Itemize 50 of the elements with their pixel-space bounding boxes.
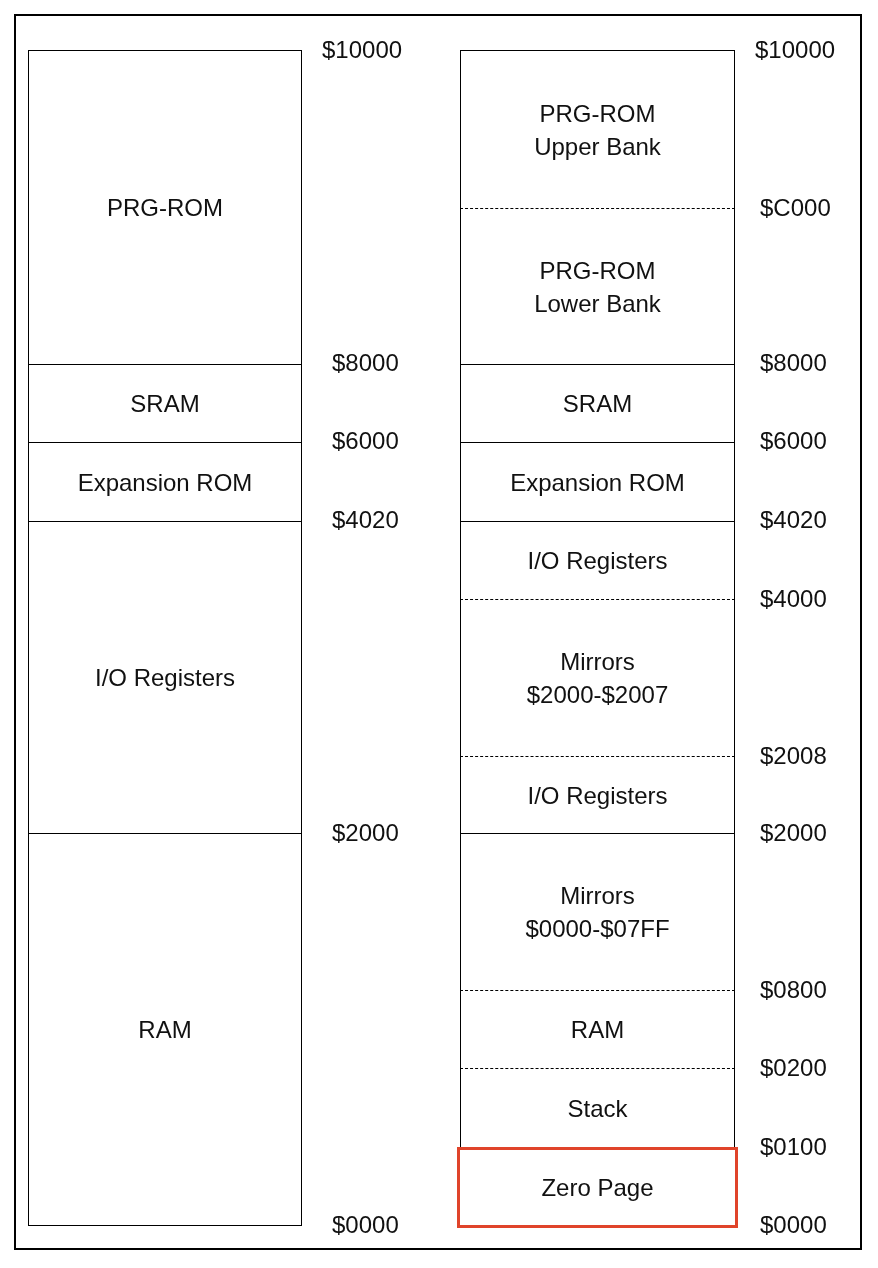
region-label: Mirrors $0000-$07FF <box>524 881 671 944</box>
memory-region-box <box>460 50 735 208</box>
region-label: RAM <box>138 1015 192 1045</box>
region-label: PRG-ROM <box>107 193 223 223</box>
region-label: SRAM <box>562 389 633 419</box>
address-label: $4020 <box>760 506 827 534</box>
memory-region-box <box>457 1147 738 1228</box>
memory-region-box <box>460 521 735 599</box>
address-label: $4000 <box>760 585 827 613</box>
address-label: $0100 <box>760 1133 827 1161</box>
address-label: $2000 <box>760 819 827 847</box>
memory-region-box <box>28 833 302 1226</box>
region-label: Expansion ROM <box>510 467 685 498</box>
memory-region-box <box>460 208 735 365</box>
address-label: $8000 <box>332 349 399 377</box>
region-label: I/O Registers <box>527 780 668 811</box>
address-label: $6000 <box>760 427 827 455</box>
region-label: RAM <box>570 1015 625 1045</box>
region-label: PRG-ROM Upper Bank <box>533 98 662 162</box>
address-label: $8000 <box>760 349 827 377</box>
address-label: $10000 <box>322 36 403 64</box>
region-label: I/O Registers <box>94 663 235 693</box>
address-label: $6000 <box>332 427 399 455</box>
memory-region-box <box>460 1068 735 1147</box>
address-label: $C000 <box>760 194 831 222</box>
address-label: $0800 <box>760 976 827 1004</box>
address-label: $0000 <box>332 1211 399 1239</box>
memory-region-box <box>28 442 302 522</box>
memory-region-box <box>28 364 302 443</box>
memory-region-box <box>460 599 735 756</box>
memory-region-box <box>28 50 302 365</box>
address-label: $4020 <box>332 506 399 534</box>
region-label: Stack <box>567 1093 628 1124</box>
memory-region-box <box>28 521 302 834</box>
address-label: $0200 <box>760 1054 827 1082</box>
address-label: $2008 <box>760 742 827 770</box>
memory-region-box <box>460 990 735 1068</box>
memory-region-box <box>460 756 735 834</box>
address-label: $10000 <box>755 36 836 64</box>
memory-region-box <box>460 833 735 990</box>
memory-region-box <box>460 364 735 443</box>
address-label: $2000 <box>332 819 399 847</box>
region-label: Expansion ROM <box>77 467 253 498</box>
region-label: I/O Registers <box>527 546 668 576</box>
region-label: Mirrors $2000-$2007 <box>525 647 670 710</box>
region-label: SRAM <box>130 389 200 419</box>
address-label: $0000 <box>760 1211 827 1239</box>
memory-region-box <box>460 442 735 522</box>
region-label: PRG-ROM Lower Bank <box>533 255 662 319</box>
region-label: Zero Page <box>541 1173 654 1203</box>
